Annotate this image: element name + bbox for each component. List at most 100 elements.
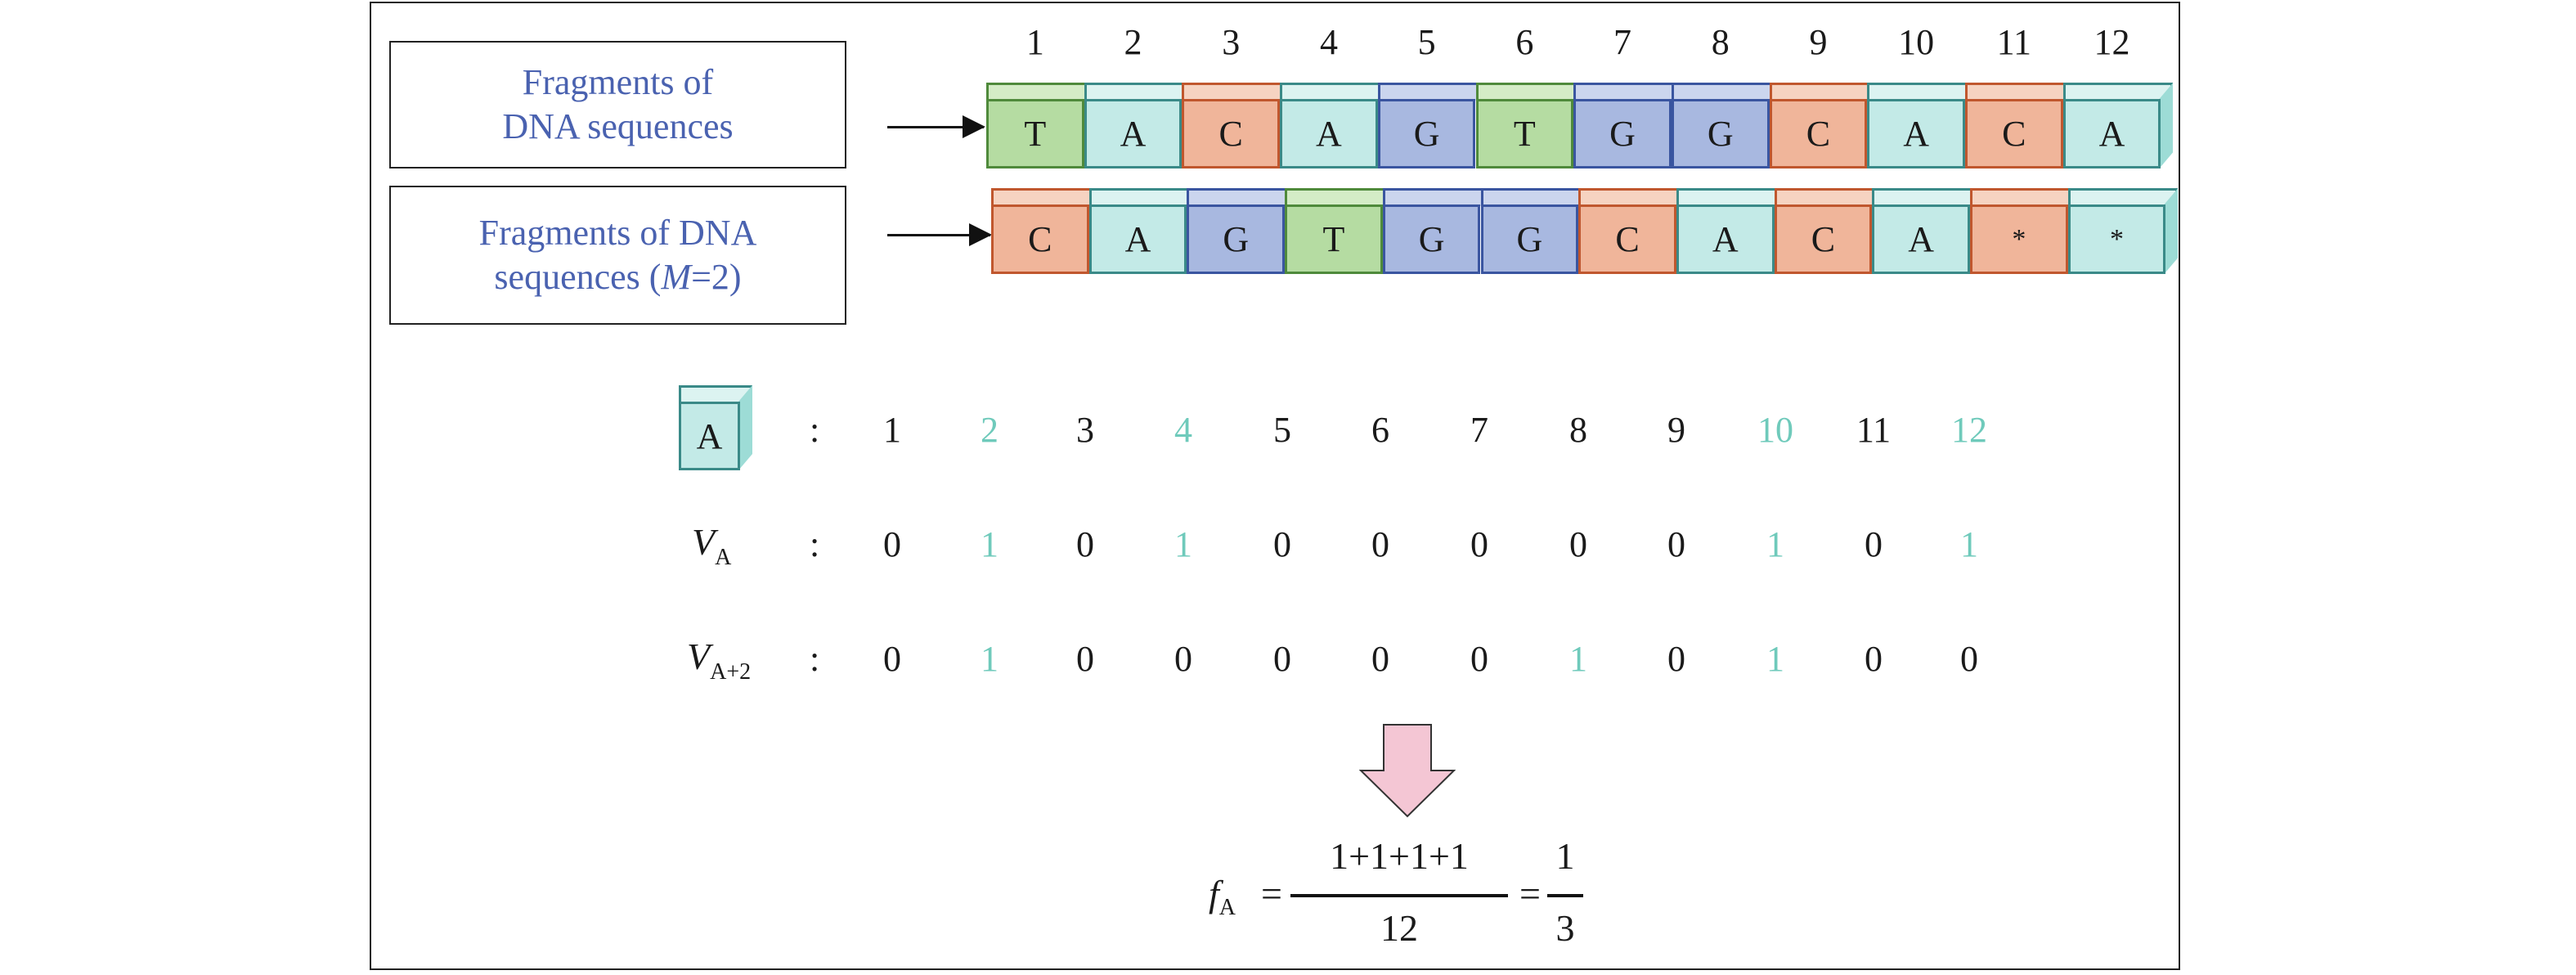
va2_values-value: 0	[1174, 639, 1192, 679]
index-label: 11	[1996, 22, 2032, 62]
padding-cube-top-fill	[1972, 191, 2078, 206]
arrow-right-icon	[887, 115, 985, 138]
label-line: =2)	[691, 257, 742, 297]
index-label: 6	[1515, 22, 1534, 62]
nucleotide-cube-t-top-fill	[1287, 191, 1393, 206]
nucleotide-cube-a: A	[2062, 99, 2161, 168]
indices-value: 11	[1856, 410, 1892, 450]
nucleotide-cube-g-top-fill	[1673, 85, 1779, 101]
nucleotide-cube-c-top-fill	[1771, 85, 1878, 101]
nucleotide-cube-g: G	[1671, 99, 1770, 168]
va_values-value: 1	[981, 524, 999, 564]
padding-cube: *	[2067, 204, 2166, 274]
va2_values-value: 1	[1766, 639, 1784, 679]
nucleotide-cube-t-top-fill	[989, 85, 1094, 101]
figure-frame	[370, 2, 2180, 970]
nucleotide-cube-a-top-fill	[1086, 85, 1192, 101]
va2_values-value: 0	[1273, 639, 1291, 679]
nucleotide-cube-g: G	[1377, 99, 1476, 168]
m-variable: M	[661, 257, 692, 297]
va_values-value: 0	[1273, 524, 1291, 564]
f-symbol: f	[1209, 873, 1219, 914]
nucleotide-cube-g-top-fill	[1384, 191, 1491, 206]
nucleotide-cube-g: G	[1573, 99, 1672, 168]
indices-value: 10	[1757, 410, 1793, 450]
label-line: Fragments of	[522, 62, 714, 102]
va_values-value: 0	[1865, 524, 1883, 564]
va_values-value: 0	[1667, 524, 1685, 564]
equals-sign: =	[1519, 873, 1541, 914]
nucleotide-cube-c: C	[1769, 99, 1868, 168]
va_values-value: 1	[1960, 524, 1978, 564]
nucleotide-cube-c-top-fill	[1184, 85, 1290, 101]
colon: :	[810, 639, 820, 679]
padding-cube-side	[2164, 188, 2178, 274]
indices-value: 8	[1569, 410, 1587, 450]
label-line: DNA sequences	[502, 106, 734, 146]
v-symbol: V	[692, 521, 716, 563]
nucleotide-cube-a-top-fill	[1678, 191, 1784, 206]
legend-cube-a-side	[738, 385, 752, 470]
nucleotide-cube-c: C	[991, 204, 1089, 274]
index-label: 1	[1025, 22, 1044, 62]
v-subscript: A	[715, 545, 732, 570]
nucleotide-cube-g-top-fill	[1483, 191, 1589, 206]
va2_values-value: 1	[981, 639, 999, 679]
indices-value: 1	[883, 410, 901, 450]
va2_label-label: VA+2	[687, 635, 751, 685]
va_values-value: 0	[1470, 524, 1488, 564]
down-arrow-icon	[1359, 724, 1456, 818]
nucleotide-cube-g-top-fill	[1189, 191, 1295, 206]
nucleotide-cube-c-top-fill	[1581, 191, 1686, 206]
nucleotide-cube-c-top-fill	[994, 191, 1099, 206]
label-line: sequences (	[494, 257, 662, 297]
label-line: Fragments of DNA	[478, 213, 757, 253]
indices-value: 4	[1174, 410, 1192, 450]
va2_values-value: 0	[883, 639, 901, 679]
index-label: 4	[1319, 22, 1338, 62]
index-label: 8	[1711, 22, 1730, 62]
va2_values-value: 1	[1569, 639, 1587, 679]
nucleotide-cube-t: T	[1475, 99, 1574, 168]
indices-value: 3	[1076, 410, 1094, 450]
va2_values-value: 0	[1076, 639, 1094, 679]
indices-value: 6	[1371, 410, 1389, 450]
result-numerator: 1	[1555, 835, 1575, 877]
indices-value: 5	[1273, 410, 1291, 450]
v-symbol: V	[687, 636, 711, 677]
indices-value: 7	[1470, 410, 1488, 450]
nucleotide-cube-a-top-fill	[1091, 191, 1197, 206]
va2_values-value: 0	[1667, 639, 1685, 679]
index-label: 12	[2094, 22, 2130, 62]
va_values-value: 0	[1371, 524, 1389, 564]
formula-lhs: fA	[1209, 872, 1236, 921]
nucleotide-cube-c: C	[1965, 99, 2063, 168]
nucleotide-cube-t: T	[986, 99, 1084, 168]
nucleotide-cube-t-top-fill	[1478, 85, 1584, 101]
index-label: 10	[1898, 22, 1935, 62]
va_values-value: 0	[883, 524, 901, 564]
legend-cube-a-top-fill	[681, 388, 750, 403]
va2_values-value: 0	[1865, 639, 1883, 679]
padding-cube: *	[1970, 204, 2068, 274]
nucleotide-cube-a: A	[1676, 204, 1775, 274]
nucleotide-cube-a-side	[2159, 83, 2173, 168]
arrow-right-icon	[887, 223, 992, 246]
nucleotide-cube-c: C	[1182, 99, 1281, 168]
nucleotide-cube-a: A	[1872, 204, 1970, 274]
nucleotide-cube-a: A	[1280, 99, 1378, 168]
nucleotide-cube-c: C	[1578, 204, 1676, 274]
index-label: 3	[1222, 22, 1241, 62]
index-label: 5	[1417, 22, 1436, 62]
indices-value: 12	[1951, 410, 1987, 450]
fraction-bar	[1290, 894, 1508, 897]
v-subscript: A+2	[710, 659, 752, 685]
fraction-bar	[1547, 894, 1583, 897]
index-label: 9	[1809, 22, 1828, 62]
nucleotide-cube-a-top-fill	[1869, 85, 1975, 101]
nucleotide-cube-a: A	[1088, 204, 1187, 274]
legend-cube-a: A	[679, 402, 740, 470]
indices-value: 9	[1667, 410, 1685, 450]
